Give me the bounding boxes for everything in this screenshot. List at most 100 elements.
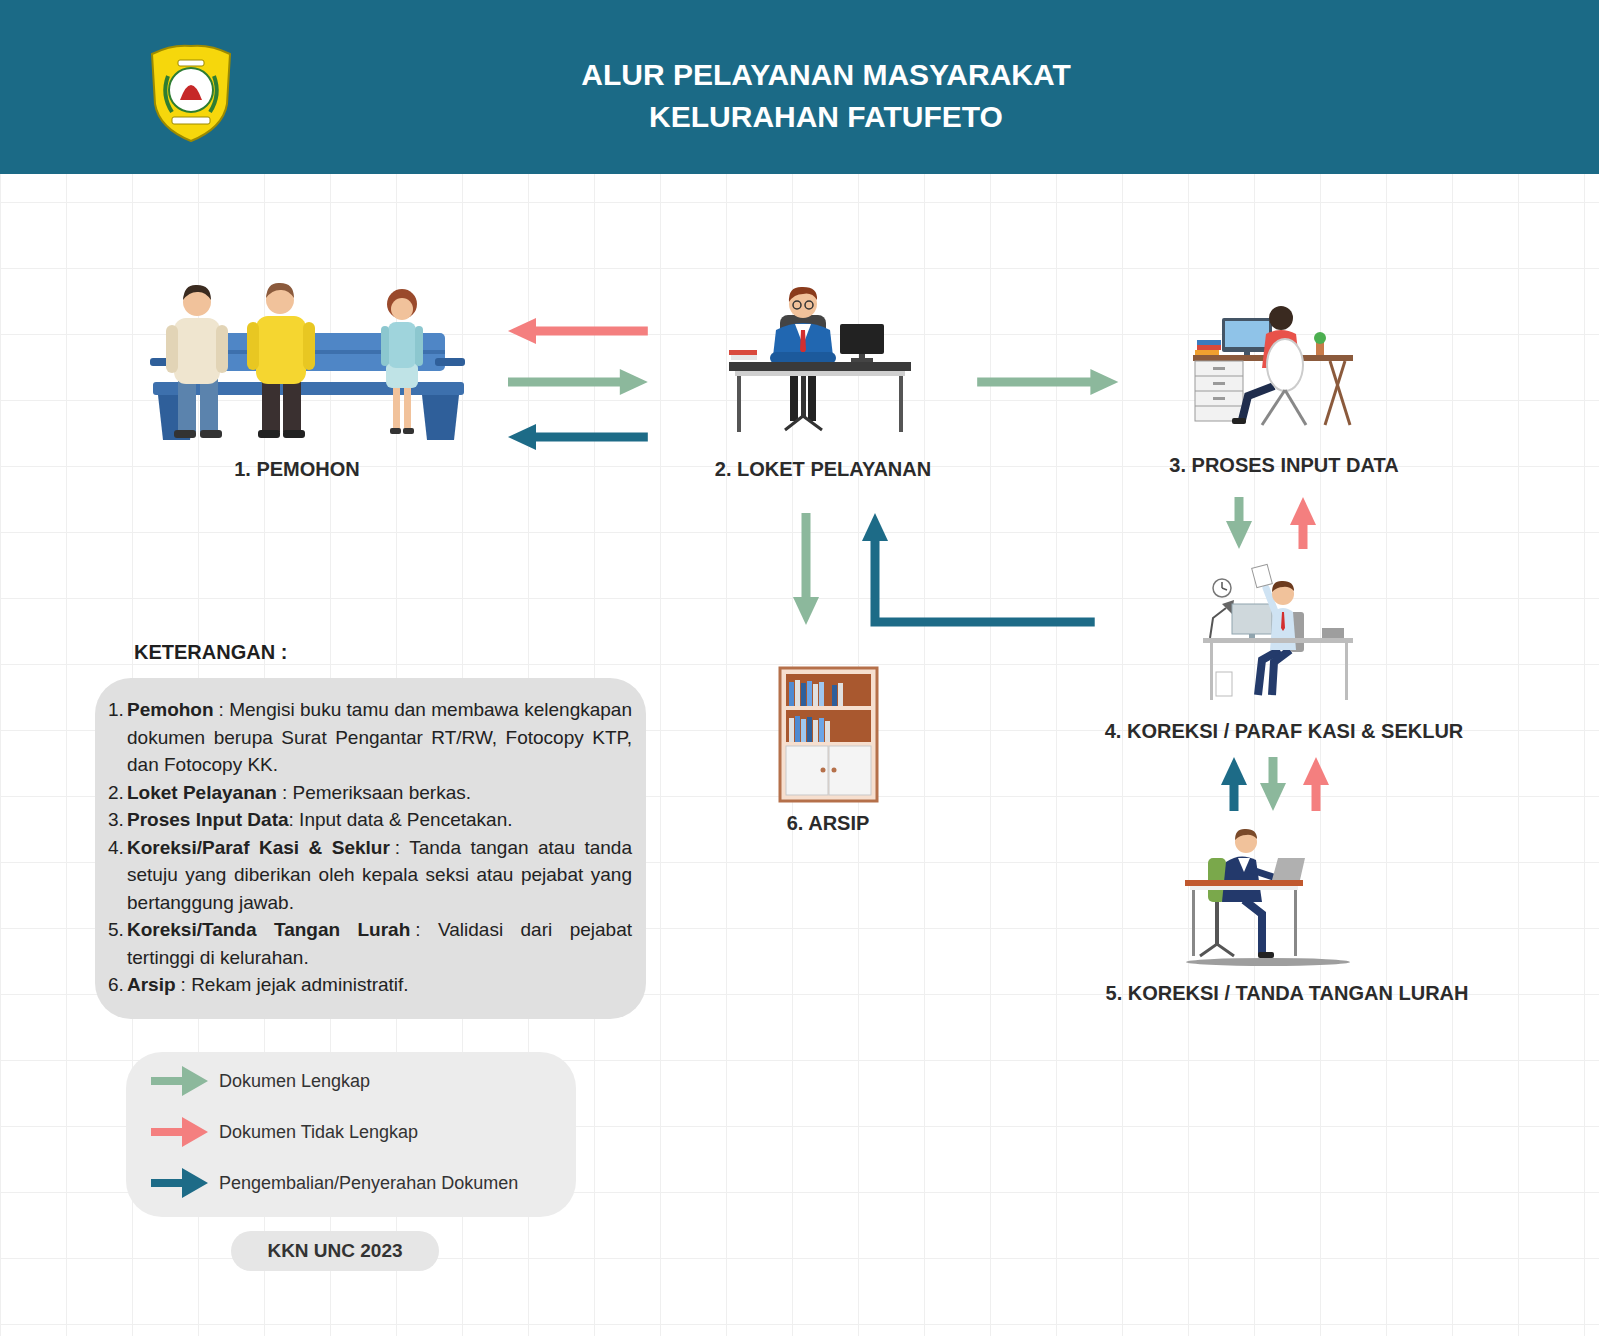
head-desk-figure [1200, 944, 1234, 956]
review-desk-figure [1272, 581, 1294, 592]
item-number: 3. [108, 806, 127, 834]
review-desk-figure [1249, 634, 1255, 638]
data-input-figure [1330, 361, 1350, 425]
item-body: Loket Pelayanan: Pemeriksaan berkas. [127, 779, 632, 807]
step-label: 1. PEMOHON [234, 458, 360, 481]
applicants-on-bench [387, 289, 417, 319]
flow-arrow [1260, 757, 1286, 811]
applicants-on-bench [174, 318, 220, 384]
head-desk-figure [1215, 902, 1219, 946]
arrow-head [793, 597, 819, 625]
archive-shelf-figure [813, 720, 818, 742]
review-desk-figure [1232, 604, 1272, 634]
archive-shelf-figure [801, 683, 806, 706]
applicant-station: 1. PEMOHON [153, 284, 464, 485]
legend-swatch [151, 1117, 208, 1147]
review-desk-figure [1272, 650, 1290, 695]
item-body: Pemohon: Mengisi buku tamu dan membawa k… [127, 696, 632, 779]
arrow-shaft [1235, 497, 1244, 523]
applicants-on-bench [183, 285, 211, 300]
archive-shelf-figure [813, 684, 818, 706]
flow-arrow [1226, 497, 1252, 549]
item-body: Koreksi/Paraf Kasi & Seklur: Tanda tanga… [127, 834, 632, 917]
applicants-on-bench [166, 325, 178, 373]
applicants-on-bench [303, 322, 315, 370]
arrow-shaft [1230, 783, 1239, 811]
item-term: Koreksi/Paraf Kasi & Seklur [127, 837, 390, 858]
service-counter-figure [729, 350, 757, 355]
data-input-figure [1213, 397, 1225, 400]
credit-pill: KKN UNC 2023 [231, 1231, 439, 1271]
arrow-head [862, 513, 888, 541]
data-input-figure [1314, 332, 1326, 344]
data-input-figure [1325, 361, 1345, 425]
archive-shelf-figure [819, 718, 824, 742]
review-desk: 4. KOREKSI / PARAF KASI & SEKLUR [1099, 562, 1470, 747]
header-band [0, 0, 1599, 174]
head-desk-figure [1258, 952, 1274, 958]
archive-shelf-figure [789, 718, 794, 742]
data-input-figure [1244, 352, 1250, 355]
head-desk-figure [1272, 858, 1305, 880]
review-desk-figure [1222, 588, 1227, 590]
arrow-shaft [1269, 757, 1278, 785]
applicants-on-bench [415, 326, 423, 366]
data-input-figure [1225, 321, 1269, 347]
review-desk-figure [1345, 643, 1348, 700]
applicants-on-bench [256, 316, 306, 384]
legend-panel: Dokumen LengkapDokumen Tidak LengkapPeng… [126, 1052, 576, 1217]
flow-arrow [1290, 497, 1316, 549]
legend-swatch [151, 1168, 208, 1198]
arrow-shaft [508, 378, 622, 387]
archive-shelf-figure [786, 746, 828, 795]
notes-item: 4.Koreksi/Paraf Kasi & Seklur: Tanda tan… [108, 834, 632, 917]
data-input-figure [1213, 367, 1225, 370]
notes-item: 5.Koreksi/Tanda Tangan Lurah: Validasi d… [108, 916, 632, 971]
item-term: Arsip [127, 974, 176, 995]
city-emblem [152, 46, 230, 141]
head-desk-figure [1185, 880, 1303, 886]
service-counter-figure [801, 376, 806, 418]
item-body: Arsip: Rekam jejak administratif. [127, 971, 632, 999]
head-desk-figure [1192, 890, 1195, 956]
legend-swatch [151, 1066, 208, 1096]
arrow-head [1290, 497, 1316, 525]
arrow-head [1226, 521, 1252, 549]
flow-arrow [508, 424, 648, 450]
city-emblem [169, 68, 213, 112]
review-desk-figure [1216, 672, 1232, 696]
applicants-on-bench [283, 430, 305, 438]
applicants-on-bench [178, 378, 196, 432]
head-desk: 5. KOREKSI / TANDA TANGAN LURAH [1100, 828, 1475, 1009]
archive-shelf-figure [795, 716, 800, 742]
flow-arrow [977, 369, 1118, 395]
data-input-figure [1195, 376, 1243, 377]
archive-shelf-figure [780, 668, 877, 801]
item-body: Proses Input Data: Input data & Pencetak… [127, 806, 632, 834]
data-input-figure [1193, 306, 1353, 425]
item-number: 2. [108, 779, 127, 807]
applicants-on-bench [381, 326, 389, 366]
review-desk-figure [1203, 564, 1353, 700]
step-label: 2. LOKET PELAYANAN [715, 458, 931, 481]
arrow-shaft [977, 378, 1092, 387]
city-emblem [210, 76, 217, 112]
service-counter-figure [729, 362, 911, 371]
step-label: 6. ARSIP [787, 812, 870, 835]
legend-text: Pengembalian/Penyerahan Dokumen [219, 1173, 518, 1194]
legend-swatch-frame [151, 1168, 208, 1198]
service-counter-figure [790, 371, 798, 421]
service-counter-figure [793, 301, 801, 309]
data-input-figure [1213, 382, 1225, 385]
archive-shelf-figure [795, 680, 800, 706]
item-description: : Input data & Pencetakan. [289, 809, 513, 830]
applicants-on-bench [266, 283, 294, 298]
legend-swatch-frame [151, 1117, 208, 1147]
flow-arrow [793, 513, 819, 625]
item-number: 4. [108, 834, 127, 917]
label-stack: 6. ARSIP [787, 812, 870, 835]
item-number: 5. [108, 916, 127, 971]
item-term: Pemohon [127, 699, 214, 720]
step-label: 5. KOREKSI / TANDA TANGAN LURAH [1106, 982, 1469, 1005]
service-counter-figure [899, 376, 903, 432]
